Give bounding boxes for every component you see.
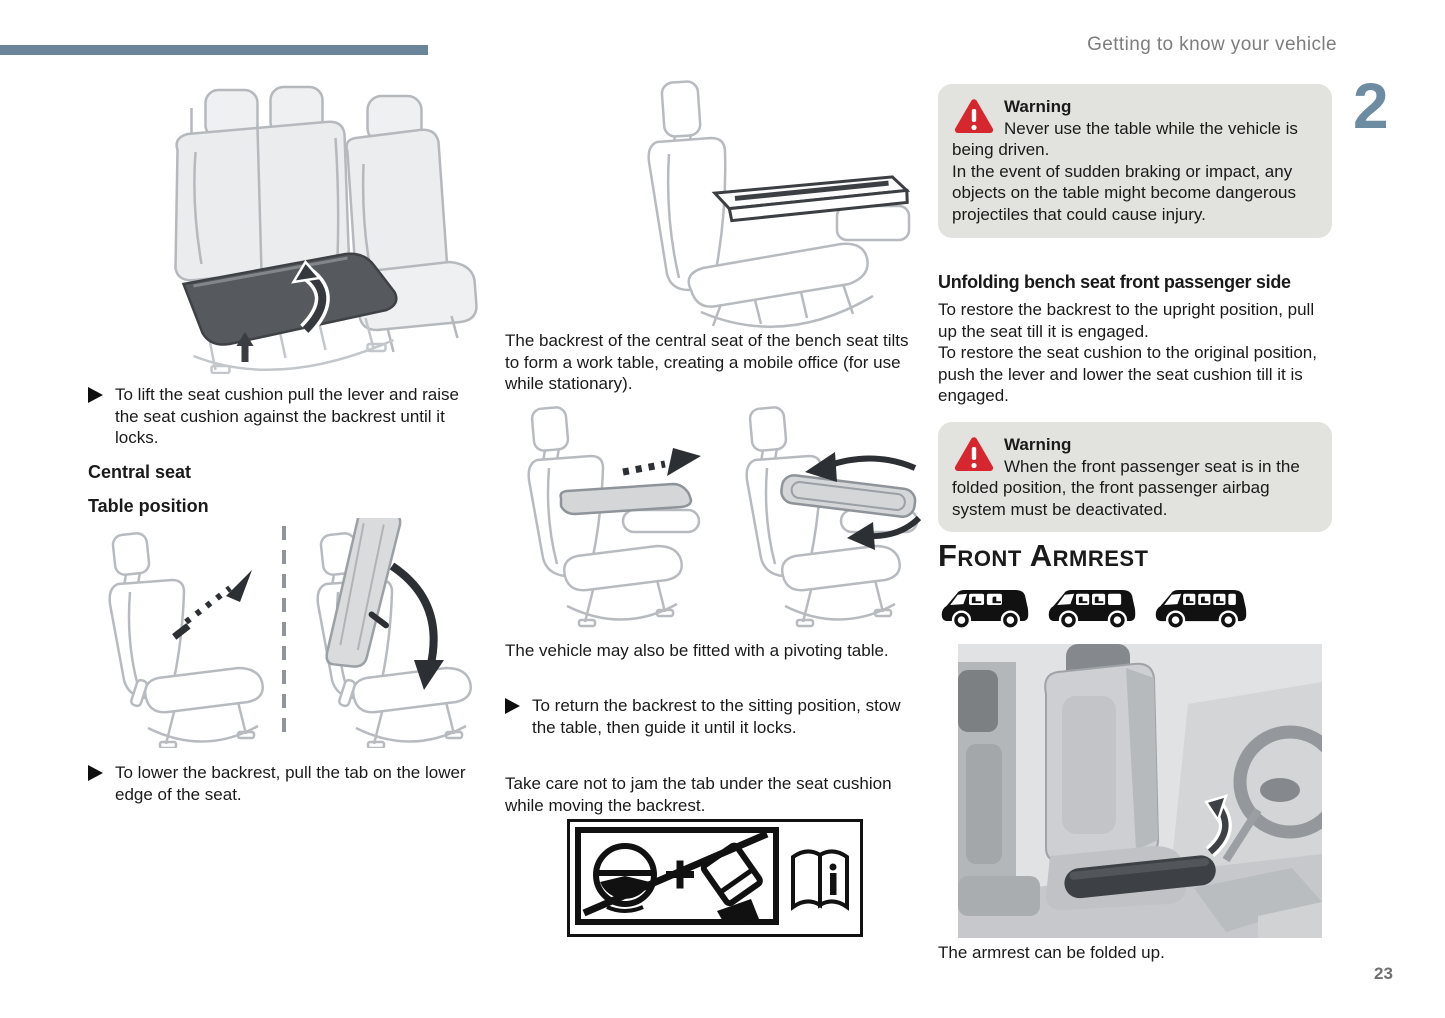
warning-triangle-icon — [954, 437, 994, 471]
right-column: Warning Never use the table while the ve… — [938, 84, 1332, 984]
paragraph: To restore the backrest to the upright p… — [938, 300, 1317, 406]
heading-front-armrest: Front Armrest — [938, 538, 1149, 573]
van-short-body-icon — [941, 590, 1029, 630]
van-long-body-icon — [1155, 589, 1247, 630]
instruction-text: To lift the seat cushion pull the lever … — [115, 385, 459, 448]
table-base-icon — [717, 899, 759, 925]
warning-box: Warning Never use the table while the ve… — [938, 84, 1332, 238]
instruction-bullet: To lower the backrest, pull the tab on t… — [88, 762, 480, 805]
page-header-title: Getting to know your vehicle — [1087, 34, 1337, 55]
warning-triangle-icon — [954, 99, 994, 134]
warning-text: Never use the table while the vehicle is… — [952, 118, 1298, 224]
slide-table-arrow-icon — [622, 448, 701, 476]
pivoting-table-illustration — [527, 405, 922, 628]
heading-central-seat: Central seat — [88, 462, 192, 482]
bullet-arrow-icon — [88, 765, 103, 781]
open-book-info-icon — [791, 849, 849, 911]
van-mid-body-icon — [1048, 590, 1136, 630]
heading-unfolding-bench-seat: Unfolding bench seat front passenger sid… — [938, 272, 1291, 292]
vehicle-variant-icons — [938, 582, 1332, 630]
middle-column: The backrest of the central seat of the … — [505, 78, 925, 958]
prohibition-slash-icon — [582, 830, 769, 917]
lift-arrow-icon — [291, 259, 330, 336]
pivot-arrow-top-icon — [805, 452, 917, 482]
instruction-bullet: To lift the seat cushion pull the lever … — [88, 384, 480, 449]
pivot-arrow-bottom-icon — [847, 515, 922, 550]
paragraph: The backrest of the central seat of the … — [505, 331, 909, 394]
top-accent-bar — [0, 45, 428, 55]
heading-table-position: Table position — [88, 496, 209, 516]
left-column: To lift the seat cushion pull the lever … — [88, 78, 480, 938]
no-table-while-driving-pictogram — [567, 819, 863, 937]
illustration-caption: The armrest can be folded up. — [938, 943, 1165, 962]
fold-up-arrow-icon — [1204, 794, 1232, 857]
front-armrest-interior-illustration — [958, 644, 1322, 938]
fold-backrest-arrow-icon — [389, 562, 444, 690]
bullet-arrow-icon — [88, 387, 103, 403]
paragraph: Take care not to jam the tab under the s… — [505, 774, 892, 815]
warning-text: When the front passenger seat is in the … — [952, 456, 1300, 519]
warning-title: Warning — [1004, 97, 1072, 116]
bullet-arrow-icon — [505, 698, 520, 714]
page-number: 23 — [1374, 964, 1393, 983]
instruction-text: To lower the backrest, pull the tab on t… — [115, 763, 466, 804]
armrest-shape — [1064, 855, 1216, 899]
paragraph: The vehicle may also be fitted with a pi… — [505, 641, 889, 660]
lever-arrow-icon — [236, 332, 254, 362]
central-seat-table-position-illustration — [108, 518, 472, 748]
warning-title: Warning — [1004, 435, 1072, 454]
chapter-number: 2 — [1353, 70, 1389, 142]
bench-seat-cushion-lift-illustration — [174, 85, 478, 374]
work-table-seat-illustration — [647, 80, 911, 328]
instruction-bullet: To return the backrest to the sitting po… — [505, 695, 925, 738]
pull-tab-arrow-icon — [172, 570, 252, 640]
instruction-text: To return the backrest to the sitting po… — [532, 696, 901, 737]
warning-box: Warning When the front passenger seat is… — [938, 422, 1332, 533]
